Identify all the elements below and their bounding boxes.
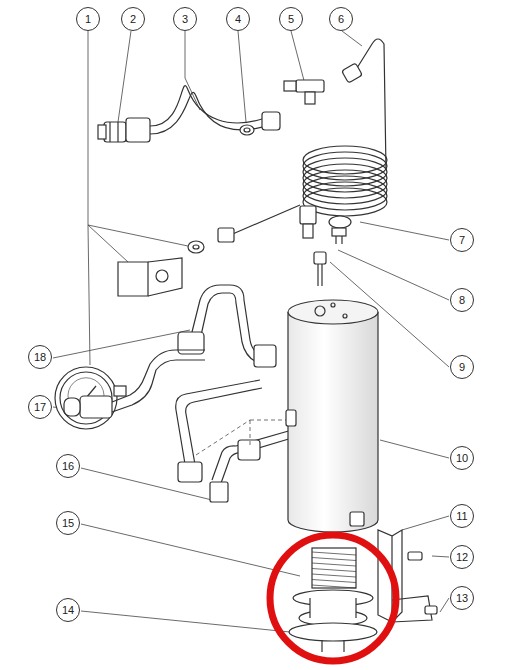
thread-line [312, 585, 356, 588]
tube [178, 285, 276, 367]
callout-circle: 17 [28, 395, 52, 419]
callout-circle: 18 [28, 345, 52, 369]
callout-circle: 8 [450, 288, 474, 312]
callout-number: 8 [459, 295, 465, 306]
callout-circle: 11 [450, 504, 474, 528]
callout-number: 7 [459, 235, 465, 246]
assembly-lines [196, 420, 290, 455]
tee-fitting [284, 80, 324, 104]
callout-circle: 12 [450, 545, 474, 569]
fitting [98, 122, 126, 142]
thread-line [312, 558, 356, 561]
mounting-bracket [378, 530, 437, 622]
callout-circle: 16 [56, 454, 80, 478]
callout-circle: 2 [121, 7, 145, 31]
thread-line [312, 580, 356, 583]
coil-winding [303, 170, 387, 198]
callout-number: 16 [62, 461, 74, 472]
nut [188, 241, 204, 253]
callout-number: 11 [456, 511, 467, 522]
callout-number: 18 [34, 352, 46, 363]
thread-line [312, 552, 356, 555]
coil-winding [303, 176, 387, 204]
leader-lines [53, 31, 449, 632]
heating-element [289, 548, 377, 652]
callout-circle: 7 [450, 228, 474, 252]
tube [176, 380, 292, 502]
callout-number: 12 [456, 552, 468, 563]
thread-line [312, 574, 356, 577]
callout-circle: 4 [226, 7, 250, 31]
bracket [118, 258, 182, 296]
boiler-cylinder [286, 300, 378, 532]
callout-number: 13 [456, 593, 468, 604]
callout-number: 2 [130, 14, 136, 25]
highlight-circle [270, 535, 396, 661]
tube [64, 350, 205, 418]
washer [240, 125, 254, 135]
callout-number: 14 [62, 605, 74, 616]
tube [126, 86, 280, 142]
callout-number: 15 [62, 518, 74, 529]
fitting [300, 206, 316, 238]
callout-number: 17 [34, 402, 46, 413]
callout-circle: 6 [329, 7, 353, 31]
callout-circle: 9 [450, 355, 474, 379]
callout-circle: 13 [450, 586, 474, 610]
callout-number: 9 [459, 362, 465, 373]
sensor [314, 252, 326, 286]
callout-circle: 5 [279, 7, 303, 31]
callout-number: 3 [182, 14, 188, 25]
coil [303, 146, 387, 216]
callout-number: 6 [338, 14, 344, 25]
callout-circle: 3 [173, 7, 197, 31]
callout-circle: 10 [450, 446, 474, 470]
callout-circle: 14 [56, 598, 80, 622]
callout-number: 10 [456, 453, 468, 464]
washer-hole [244, 128, 250, 132]
capillary-coil [218, 39, 386, 242]
thread-line [312, 569, 356, 572]
callout-number: 4 [235, 14, 241, 25]
callout-circle: 1 [76, 7, 100, 31]
gauge [55, 367, 126, 429]
callout-number: 5 [288, 14, 294, 25]
thread-line [312, 563, 356, 566]
callout-circle: 15 [56, 511, 80, 535]
thermostat [329, 216, 351, 244]
callout-number: 1 [85, 14, 91, 25]
